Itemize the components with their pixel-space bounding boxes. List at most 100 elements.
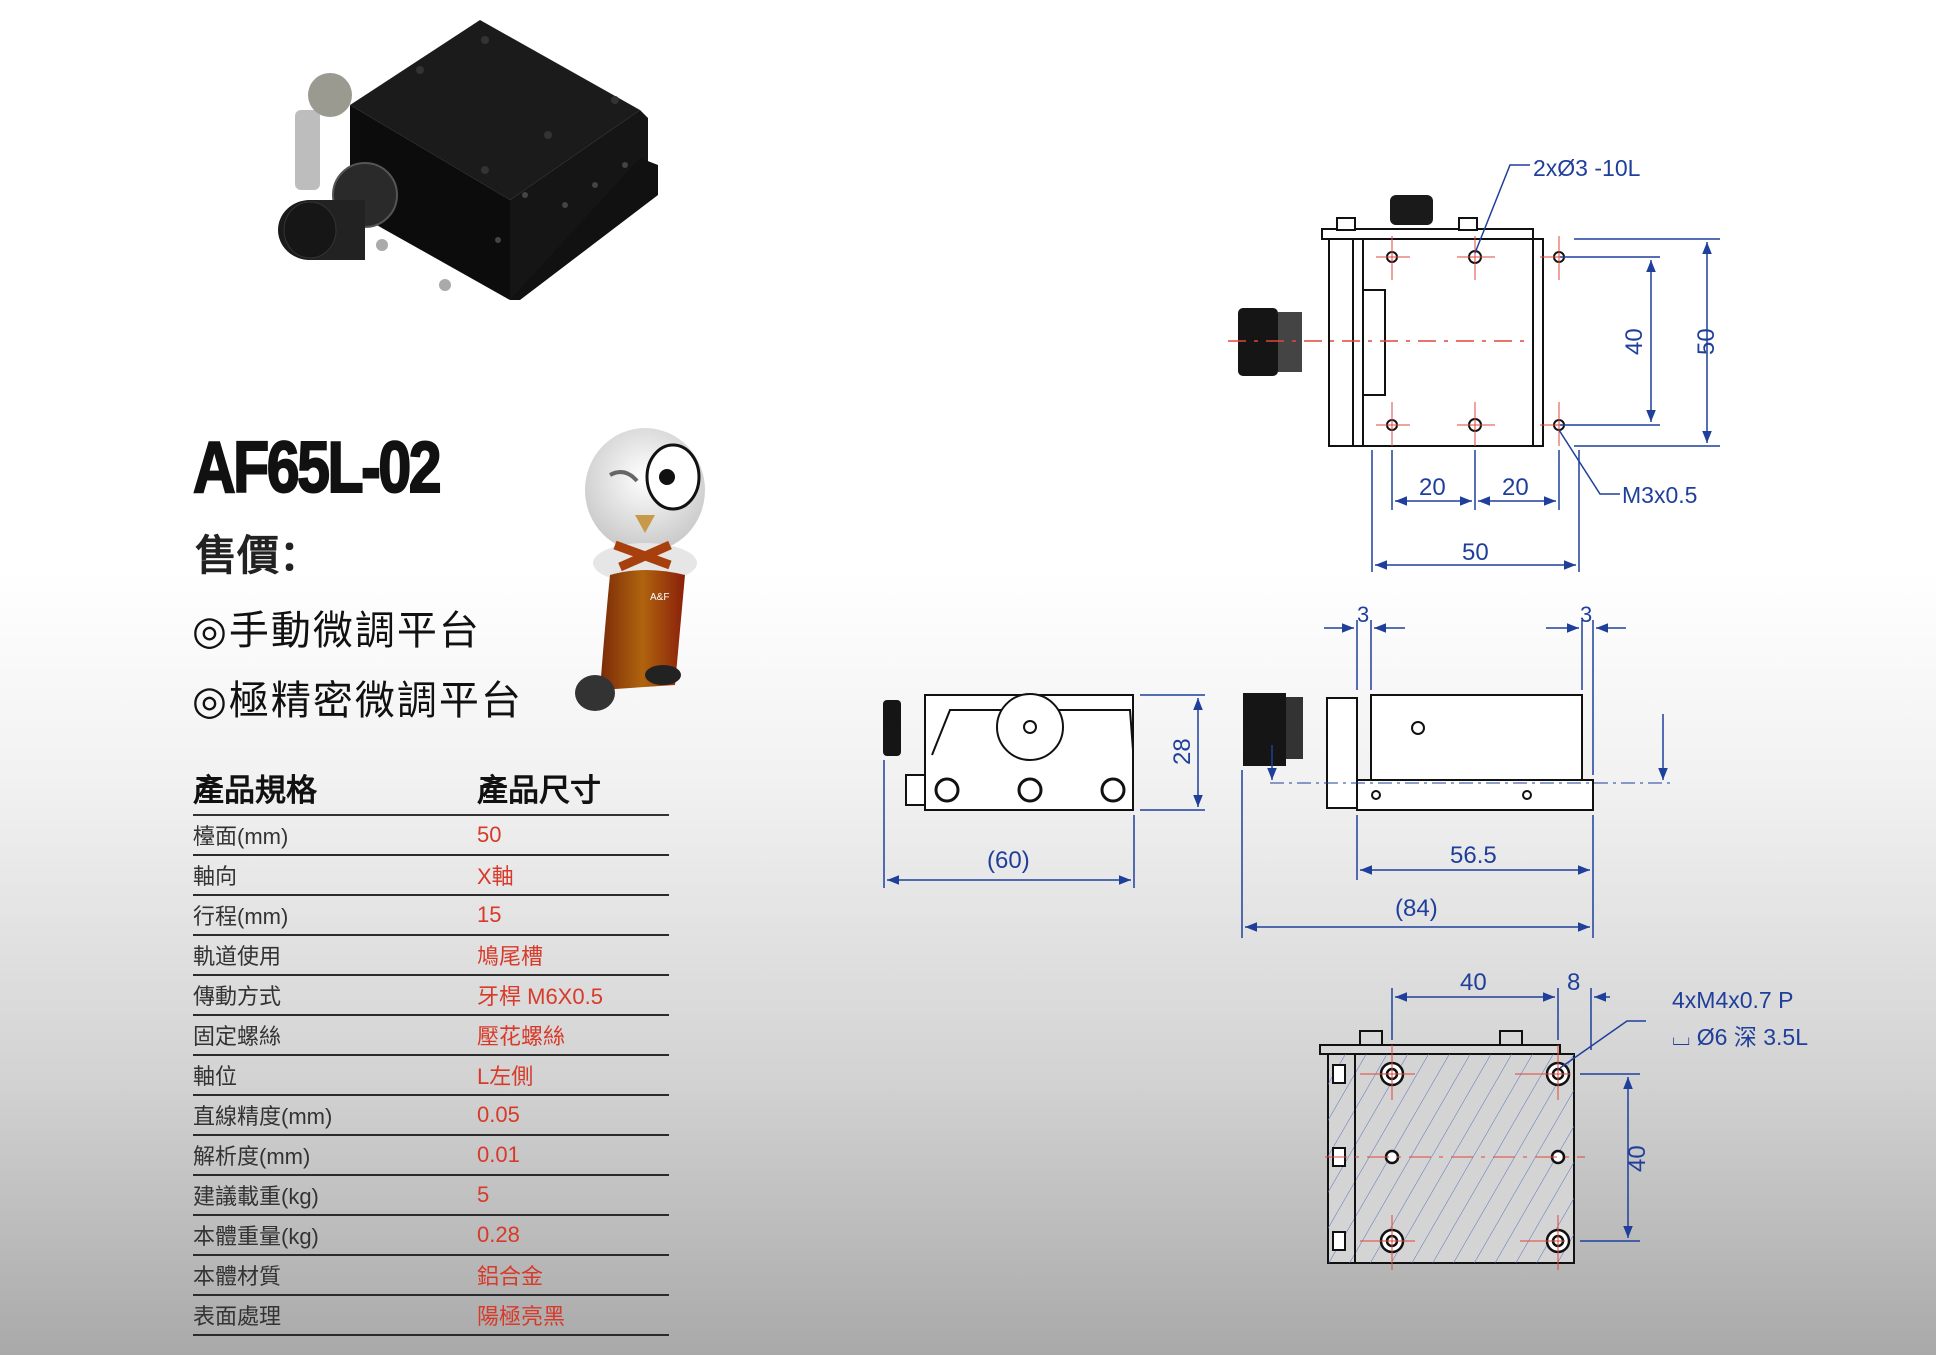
owl-body	[600, 570, 685, 690]
table-row: 檯面(mm)50	[193, 816, 669, 856]
bottom-pin	[1359, 1030, 1383, 1046]
mascot-badge: A&F	[650, 592, 669, 603]
side-carriage	[1370, 694, 1583, 781]
bottom-hatch	[1328, 1054, 1574, 1263]
side-hole	[1371, 790, 1381, 800]
bottom-dimension-lines	[1391, 988, 1646, 1242]
table-row: 建議載重(kg) 5	[193, 1176, 669, 1216]
front-tab	[905, 774, 926, 806]
top-dimension-lines	[1371, 164, 1720, 572]
row-value: 50	[477, 822, 502, 847]
spec-table-header: 產品規格 產品尺寸	[193, 760, 669, 816]
table-row: 固定螺絲壓花螺絲	[193, 1016, 669, 1056]
dim-pitch-left: 20	[1419, 474, 1446, 501]
side-hole	[622, 162, 628, 168]
stage-top-face	[350, 20, 640, 200]
header-spec: 產品規格	[193, 772, 317, 809]
front-dimension-lines	[883, 694, 1205, 888]
side-hole	[592, 182, 598, 188]
bottom-slot	[1332, 1231, 1346, 1251]
table-row: 直線精度(mm) 0.05	[193, 1096, 669, 1136]
row-label: 本體材質	[193, 1264, 282, 1289]
row-value: 0.01	[477, 1142, 520, 1167]
bottom-view: 40 8 40 4xM4x0.7 P ⌴ Ø6 深 3.5L	[1319, 969, 1808, 1270]
top-hole	[416, 66, 424, 74]
top-body	[1328, 238, 1544, 447]
dim-depth: 50	[1693, 328, 1720, 355]
row-label: 傳動方式	[193, 984, 282, 1009]
dim-total: (84)	[1395, 895, 1438, 922]
dim-hole-pitch: 40	[1460, 969, 1487, 996]
product-photo	[278, 20, 658, 300]
dim-body: 56.5	[1450, 842, 1497, 869]
table-row: 本體材質 鋁合金	[193, 1256, 669, 1296]
row-value: 陽極亮黑	[477, 1304, 566, 1329]
row-label: 行程(mm)	[193, 904, 289, 929]
row-label: 軸向	[193, 864, 238, 889]
screw	[439, 279, 451, 291]
row-label: 解析度(mm)	[193, 1144, 311, 1169]
top-hole	[481, 36, 489, 44]
bottom-centerlines	[1325, 1045, 1585, 1270]
knob-rear	[308, 73, 352, 117]
side-screw	[1411, 721, 1425, 735]
screw	[376, 239, 388, 251]
front-screw	[1100, 777, 1126, 803]
row-label: 直線精度(mm)	[193, 1104, 333, 1129]
side-view: 3 3 56.5 (84)	[1241, 602, 1670, 938]
dim-hole-span: 40	[1621, 328, 1648, 355]
row-label: 表面處理	[193, 1304, 282, 1329]
row-value: 0.28	[477, 1222, 520, 1247]
dim-pitch-right: 20	[1502, 474, 1529, 501]
top-pin	[1336, 217, 1356, 231]
owl-arms	[613, 540, 672, 572]
side-base	[1356, 779, 1594, 811]
side-hole	[1522, 790, 1532, 800]
table-row: 表面處理 陽極亮黑	[193, 1296, 669, 1336]
table-row: 解析度(mm) 0.01	[193, 1136, 669, 1176]
callout-thread-line1: 4xM4x0.7 P	[1672, 987, 1793, 1013]
side-bracket	[1326, 697, 1358, 809]
side-hole	[522, 192, 528, 198]
row-label: 固定螺絲	[193, 1024, 282, 1049]
model-number: AF65L-02	[192, 428, 442, 508]
stage-base-plate	[510, 158, 658, 300]
row-value: 0.05	[477, 1102, 520, 1127]
table-row: 本體重量(kg) 0.28	[193, 1216, 669, 1256]
dim-right-offset: 3	[1580, 602, 1592, 627]
owl-wink	[609, 470, 639, 483]
dim-left-offset: 3	[1357, 602, 1369, 627]
bottom-plate	[1319, 1044, 1561, 1055]
row-value: 15	[477, 902, 502, 927]
dim-length: (60)	[987, 847, 1030, 874]
header-dimension: 產品尺寸	[477, 772, 601, 809]
drive-block	[1362, 289, 1386, 396]
stage-front-face	[350, 105, 510, 300]
side-hole	[562, 202, 568, 208]
front-view: 28 (60)	[883, 693, 1205, 888]
feature-precision-stage: ◎極精密微調平台	[192, 678, 523, 724]
row-value: L左側	[477, 1064, 534, 1089]
row-label: 建議載重(kg)	[193, 1184, 319, 1209]
row-value: 牙桿 M6X0.5	[477, 984, 603, 1009]
row-label: 本體重量(kg)	[193, 1224, 319, 1249]
clamp-knob	[1390, 195, 1433, 225]
front-dial-hole	[1023, 720, 1037, 734]
top-hole	[544, 131, 552, 139]
price-label: 售價：	[195, 531, 322, 580]
front-screw	[934, 777, 960, 803]
callout-holes: 2xØ3 -10L	[1533, 155, 1641, 181]
dim-edge: 8	[1567, 969, 1580, 996]
side-dimension-lines	[1241, 620, 1668, 938]
row-label: 軌道使用	[193, 944, 282, 969]
bottom-slot	[1332, 1064, 1346, 1084]
table-row: 傳動方式 牙桿 M6X0.5	[193, 976, 669, 1016]
callout-thread-line2: ⌴ Ø6 深 3.5L	[1672, 1024, 1808, 1050]
knob-face	[283, 201, 337, 259]
row-value: 5	[477, 1182, 490, 1207]
row-value: 鋁合金	[477, 1264, 544, 1289]
top-pin	[1458, 217, 1478, 231]
side-hole	[495, 237, 501, 243]
top-hole	[611, 96, 619, 104]
